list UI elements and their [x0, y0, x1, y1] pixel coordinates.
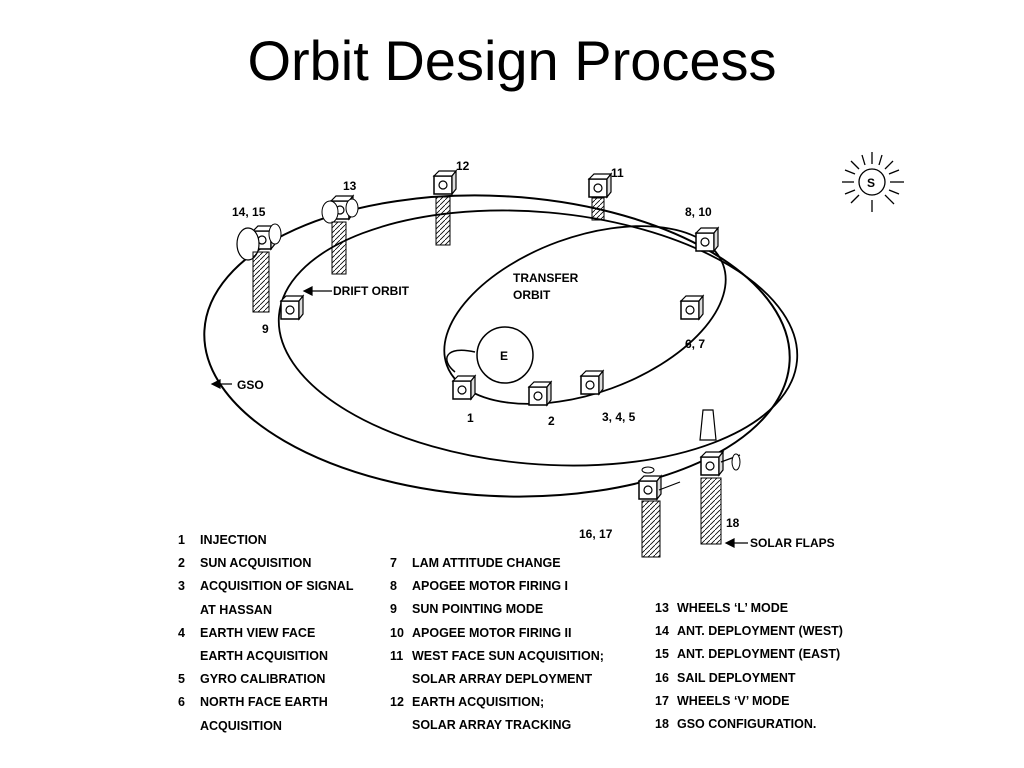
satellite-step-9-icon [280, 295, 304, 320]
step-label-11: 11 [611, 166, 624, 180]
step-label-8-10: 8, 10 [685, 205, 712, 219]
satellite-step-14-15-icon [236, 223, 282, 313]
satellite-step-16-17-icon [638, 466, 681, 558]
satellite-step-3-5-icon [580, 370, 604, 395]
step-label-12: 12 [456, 159, 470, 173]
gso-label: GSO [237, 378, 264, 392]
step-label-18: 18 [726, 516, 740, 530]
step-label-3-4-5: 3, 4, 5 [602, 410, 636, 424]
svg-text:S: S [867, 176, 875, 190]
step-label-14-15: 14, 15 [232, 205, 266, 219]
solar-flaps-label: SOLAR FLAPS [750, 536, 835, 550]
earth-icon: E [476, 326, 534, 384]
legend-item: ACQUISITION [200, 718, 282, 733]
satellite-step-11-icon [588, 173, 612, 221]
transfer-orbit-label-2: ORBIT [513, 288, 551, 302]
pointer-arrows [210, 286, 748, 548]
satellite-step-6-7-icon [680, 295, 704, 320]
satellite-step-18-icon [699, 409, 741, 545]
step-label-6-7: 6, 7 [685, 337, 705, 351]
step-label-2: 2 [548, 414, 555, 428]
step-label-9: 9 [262, 322, 269, 336]
satellite-step-1-icon [452, 375, 476, 400]
drift-orbit-label: DRIFT ORBIT [333, 284, 410, 298]
legend-item: SOLAR ARRAY TRACKING [412, 718, 572, 733]
injection-arc [446, 349, 476, 373]
gso-orbit [203, 194, 791, 498]
svg-text:E: E [500, 349, 508, 363]
satellite-step-12-icon [433, 170, 457, 246]
step-label-13: 13 [343, 179, 357, 193]
transfer-orbit [443, 225, 727, 405]
legend-item: EARTH ACQUISITION [200, 649, 329, 664]
legend-item: SOLAR ARRAY DEPLOYMENT [412, 672, 593, 687]
legend-item: AT HASSAN [200, 602, 272, 617]
step-label-1: 1 [467, 411, 474, 425]
sun-icon: S [842, 152, 904, 212]
step-label-16-17: 16, 17 [579, 527, 613, 541]
transfer-orbit-label-1: TRANSFER [513, 271, 579, 285]
satellite-step-2-icon [528, 381, 552, 406]
satellite-step-13-icon [321, 195, 359, 275]
drift-orbit [277, 209, 799, 467]
satellite-step-8-10-icon [695, 227, 719, 252]
slide-title: Orbit Design Process [247, 29, 777, 92]
